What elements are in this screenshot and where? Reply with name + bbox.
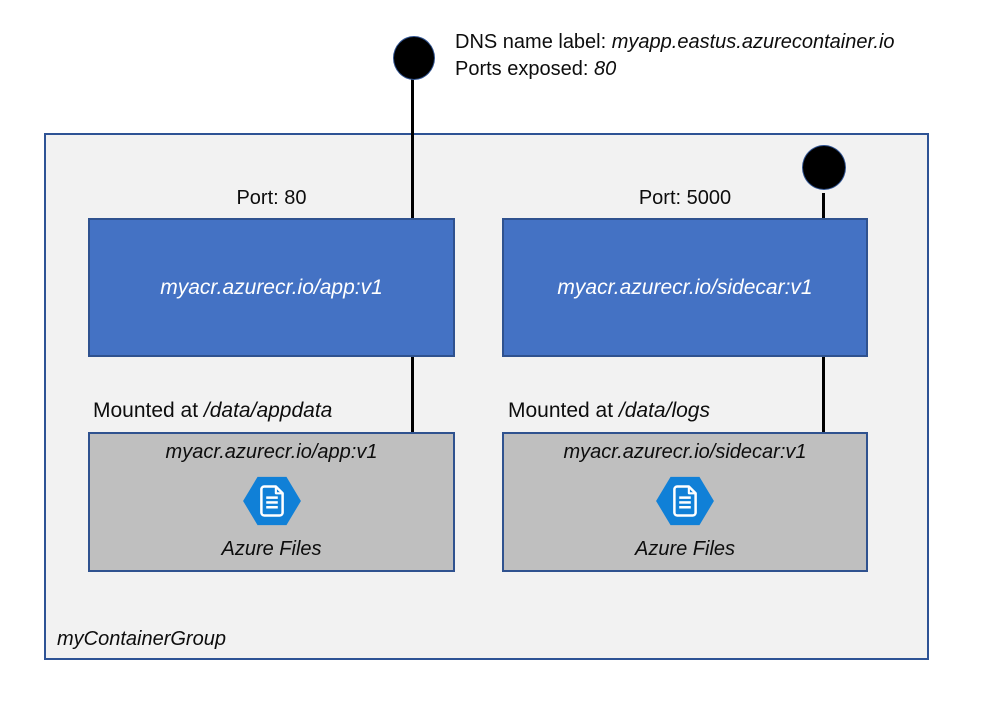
dns-annotation: DNS name label: myapp.eastus.azurecontai… bbox=[455, 29, 975, 83]
ports-exposed-label: Ports exposed: bbox=[455, 58, 594, 80]
public-endpoint-icon bbox=[393, 36, 435, 80]
sidecar-container-box: myacr.azurecr.io/sidecar:v1 bbox=[502, 218, 868, 357]
sidecar-mount-label: Mounted at /data/logs bbox=[508, 399, 710, 427]
app-mount-prefix: Mounted at bbox=[93, 399, 204, 422]
ports-exposed-line: Ports exposed: 80 bbox=[455, 56, 975, 83]
app-mount-path: /data/appdata bbox=[203, 399, 333, 422]
app-volume-name: Azure Files bbox=[221, 538, 322, 560]
app-volume-image-name: myacr.azurecr.io/app:v1 bbox=[165, 441, 378, 463]
ports-exposed-value: 80 bbox=[593, 58, 617, 80]
sidecar-volume-image-name: myacr.azurecr.io/sidecar:v1 bbox=[563, 441, 807, 463]
sidecar-image-name: myacr.azurecr.io/sidecar:v1 bbox=[557, 275, 813, 299]
sidecar-endpoint-icon bbox=[802, 145, 846, 190]
sidecar-mount-prefix: Mounted at bbox=[508, 399, 619, 422]
dns-name-label: DNS name label: bbox=[455, 31, 612, 53]
sidecar-volume-box: myacr.azurecr.io/sidecar:v1 Azure Files bbox=[502, 432, 868, 572]
app-port-label: Port: 80 bbox=[236, 187, 307, 209]
app-image-name: myacr.azurecr.io/app:v1 bbox=[160, 275, 383, 299]
sidecar-port-label: Port: 5000 bbox=[638, 187, 732, 209]
azure-files-icon bbox=[242, 476, 301, 526]
sidecar-volume-name: Azure Files bbox=[634, 538, 736, 560]
app-volume-box: myacr.azurecr.io/app:v1 Azure Files bbox=[88, 432, 455, 572]
app-mount-label: Mounted at /data/appdata bbox=[93, 399, 332, 427]
dns-name-value: myapp.eastus.azurecontainer.io bbox=[611, 31, 895, 53]
sidecar-mount-path: /data/logs bbox=[618, 399, 710, 422]
container-group-name: myContainerGroup bbox=[57, 628, 226, 650]
dns-name-line: DNS name label: myapp.eastus.azurecontai… bbox=[455, 29, 975, 56]
app-container-box: myacr.azurecr.io/app:v1 bbox=[88, 218, 455, 357]
azure-files-icon bbox=[656, 476, 714, 526]
